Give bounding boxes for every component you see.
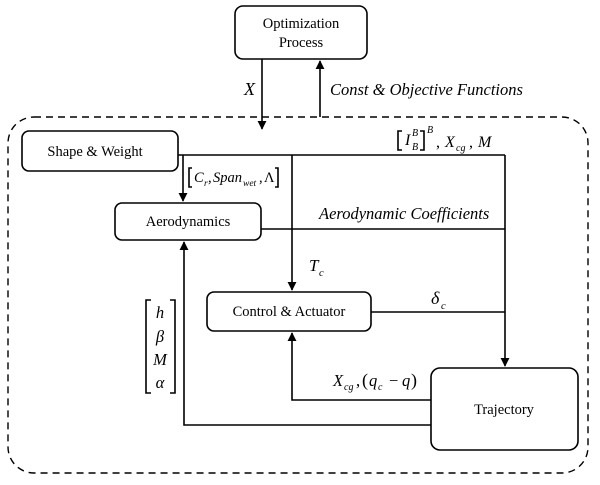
svg-text:): ) xyxy=(411,370,417,391)
svg-text:,: , xyxy=(356,371,360,390)
svg-text:h: h xyxy=(156,303,164,322)
svg-text:M: M xyxy=(477,134,493,151)
svg-text:C: C xyxy=(194,170,204,186)
svg-text:M: M xyxy=(152,350,168,369)
svg-text:,: , xyxy=(208,170,212,186)
svg-text:B: B xyxy=(412,128,418,139)
svg-text:c: c xyxy=(378,382,383,393)
svg-text:q: q xyxy=(369,371,377,390)
feedback-signal-label: X cg , ( q c − q ) xyxy=(332,370,417,393)
svg-text:I: I xyxy=(404,132,411,149)
aerodynamics-label: Aerodynamics xyxy=(146,214,231,230)
system-boundary xyxy=(7,116,589,474)
svg-text:B: B xyxy=(412,142,418,153)
svg-text:Span: Span xyxy=(213,170,242,186)
trajectory-block: Trajectory xyxy=(430,367,579,451)
delta-signal-label: δ c xyxy=(431,288,446,312)
svg-text:(: ( xyxy=(362,370,368,391)
svg-text:wet: wet xyxy=(243,179,257,189)
svg-text:cg: cg xyxy=(344,382,353,393)
tc-signal-label: T c xyxy=(309,256,324,279)
optimization-label-line1: Optimization xyxy=(263,16,340,32)
optimization-label-line2: Process xyxy=(279,35,324,51)
svg-text:c: c xyxy=(319,268,324,279)
svg-text:X: X xyxy=(332,371,344,390)
svg-text:r: r xyxy=(204,179,208,189)
aerodynamics-block: Aerodynamics xyxy=(114,202,262,241)
feedback-to-control-arrow xyxy=(287,332,431,401)
trajectory-label: Trajectory xyxy=(474,402,535,418)
svg-text:β: β xyxy=(155,327,165,346)
svg-text:X: X xyxy=(444,134,456,151)
svg-text:c: c xyxy=(441,301,446,312)
svg-text:δ: δ xyxy=(431,288,440,308)
optimization-process-block: Optimization Process xyxy=(234,5,368,60)
svg-text:,: , xyxy=(259,170,263,186)
shape-weight-label: Shape & Weight xyxy=(47,144,142,160)
control-actuator-label: Control & Actuator xyxy=(233,304,346,320)
state-vector-label: h β M α xyxy=(145,299,176,394)
state-feedback-arrow xyxy=(179,241,431,426)
shape-weight-block: Shape & Weight xyxy=(21,130,179,172)
inertia-signal-label: I B B B , X cg , M xyxy=(397,125,493,154)
svg-text:Λ: Λ xyxy=(264,170,275,186)
geometry-signal-label: C r , Span wet , Λ xyxy=(188,167,279,189)
x-signal-label: X xyxy=(243,79,256,99)
svg-text:−: − xyxy=(389,371,398,390)
aero-coefficients-label: Aerodynamic Coefficients xyxy=(318,204,489,223)
svg-text:,: , xyxy=(436,134,440,151)
control-actuator-block: Control & Actuator xyxy=(206,291,372,332)
svg-text:T: T xyxy=(309,256,320,275)
svg-text:q: q xyxy=(402,371,410,390)
objective-signal-label: Const & Objective Functions xyxy=(330,80,523,99)
svg-text:,: , xyxy=(469,134,473,151)
svg-text:α: α xyxy=(156,373,165,392)
svg-text:cg: cg xyxy=(456,143,465,154)
svg-text:B: B xyxy=(427,125,433,136)
